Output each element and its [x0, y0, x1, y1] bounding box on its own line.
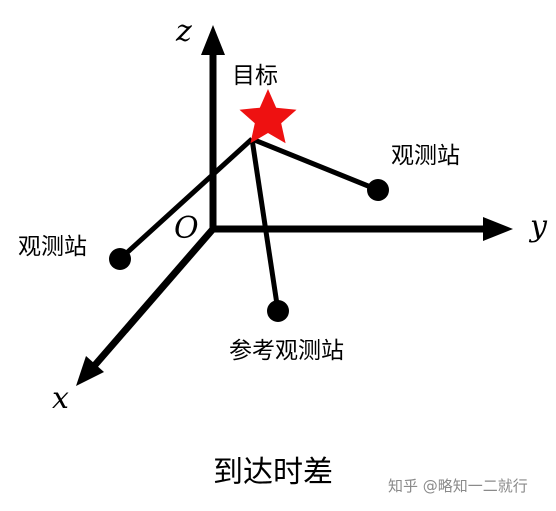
z-axis-label: z [175, 14, 192, 49]
y-axis [210, 217, 513, 241]
y-axis-arrowhead [483, 217, 513, 241]
left-station-dot [109, 248, 131, 270]
target-star-icon [239, 89, 297, 144]
line-to-reference-station [249, 138, 281, 312]
z-axis-arrowhead [201, 25, 225, 55]
line-to-right-station [251, 136, 379, 193]
x-axis [76, 226, 216, 386]
x-axis-arrowhead [76, 356, 104, 386]
y-axis-label: y [528, 209, 548, 244]
watermark-text: 知乎 @略知一二就行 [388, 477, 528, 495]
right-station-label: 观测站 [391, 143, 460, 169]
diagram-caption: 到达时差 [213, 455, 333, 490]
right-station-dot [367, 179, 389, 201]
z-axis [201, 25, 225, 232]
reference-station-dot [267, 300, 289, 322]
x-axis-label: x [52, 381, 69, 416]
target-label: 目标 [232, 63, 278, 89]
x-axis-line [92, 226, 216, 368]
measurement-lines [118, 136, 379, 312]
reference-station-label: 参考观测站 [229, 338, 344, 364]
left-station-label: 观测站 [18, 234, 87, 260]
origin-label: O [174, 211, 199, 246]
line-to-left-station [118, 137, 254, 261]
